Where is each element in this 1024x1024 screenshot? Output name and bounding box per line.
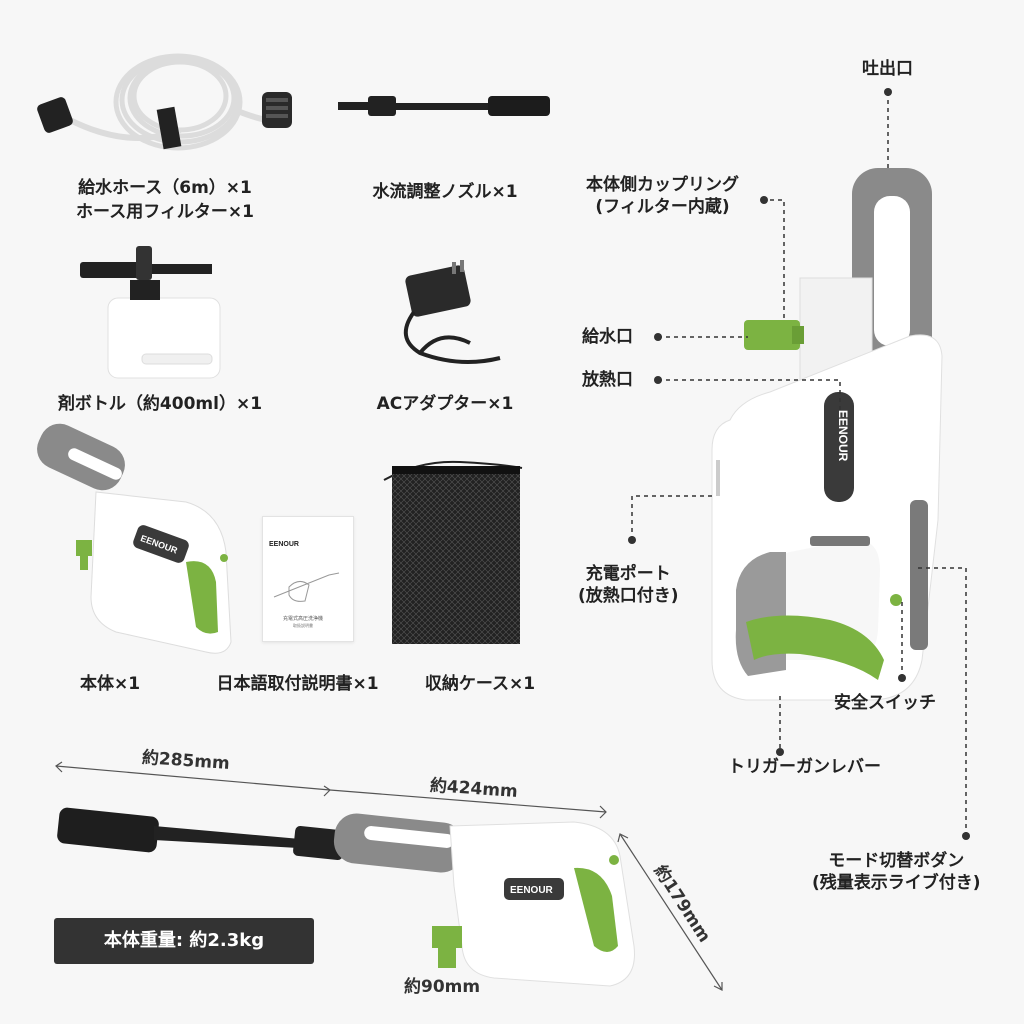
callout-trigger: トリガーガンレバー: [728, 757, 881, 777]
dimension-unit-illustration: EENOUR: [57, 807, 635, 987]
hose-illustration: [37, 53, 292, 151]
manual-illustration: EENOUR 充電式高圧洗浄機 取扱説明書: [262, 516, 354, 642]
manual-gun-sketch: [273, 572, 340, 602]
weight-badge: 本体重量: 約2.3kg: [54, 918, 314, 964]
callout-coupling-line2: (フィルター内蔵): [595, 197, 730, 217]
callout-mode-line2: (残量表示ライブ付き): [812, 873, 981, 893]
case-caption: 収納ケース×1: [424, 674, 536, 694]
manual-subtitle: 取扱説明書: [293, 623, 313, 628]
callout-water-inlet: 給水口: [582, 327, 633, 347]
dim-nozzle-length: 約285mm: [141, 747, 231, 775]
callout-heat-vent: 放熱口: [582, 370, 633, 390]
callout-mode-button: モード切替ボダン (残量表示ライブ付き): [812, 850, 981, 894]
ac-adapter-illustration: [403, 260, 501, 364]
manual-brand: EENOUR: [269, 541, 299, 548]
body-caption: 本体×1: [79, 674, 141, 694]
hose-caption-line2: ホース用フィルター×1: [76, 202, 254, 222]
main-unit-brand: EENOUR: [836, 410, 850, 462]
callout-charge-port-line2: (放熱口付き): [578, 586, 679, 606]
nozzle-illustration: [338, 96, 550, 116]
callout-coupling-line1: 本体側カップリング: [586, 175, 739, 195]
hose-caption: 給水ホース（6m）×1 ホース用フィルター×1: [40, 176, 290, 224]
body-small-illustration: EENOUR: [37, 423, 232, 654]
callout-mode-line1: モード切替ボダン: [828, 851, 965, 871]
hose-caption-line1: 給水ホース（6m）×1: [78, 178, 252, 198]
adapter-caption: ACアダプター×1: [376, 394, 514, 414]
callout-charge-port-line1: 充電ポート: [585, 564, 671, 584]
foam-bottle-illustration: [80, 246, 221, 379]
dim-width: 約90mm: [404, 977, 481, 997]
callout-charge-port: 充電ポート (放熱口付き): [578, 563, 679, 607]
main-unit-illustration: EENOUR: [711, 168, 943, 701]
callout-coupling: 本体側カップリング (フィルター内蔵): [586, 174, 739, 218]
dimension-unit-brand: EENOUR: [510, 885, 554, 896]
callout-safety-switch: 安全スイッチ: [834, 693, 936, 713]
bottle-caption: 剤ボトル（約400ml）×1: [57, 394, 263, 414]
manual-caption: 日本語取付説明書×1: [216, 674, 379, 694]
mesh-bag-illustration: [383, 460, 523, 644]
manual-title: 充電式高圧洗浄機: [283, 616, 324, 622]
callout-outlet: 吐出口: [862, 59, 913, 79]
nozzle-caption: 水流調整ノズル×1: [372, 182, 518, 202]
